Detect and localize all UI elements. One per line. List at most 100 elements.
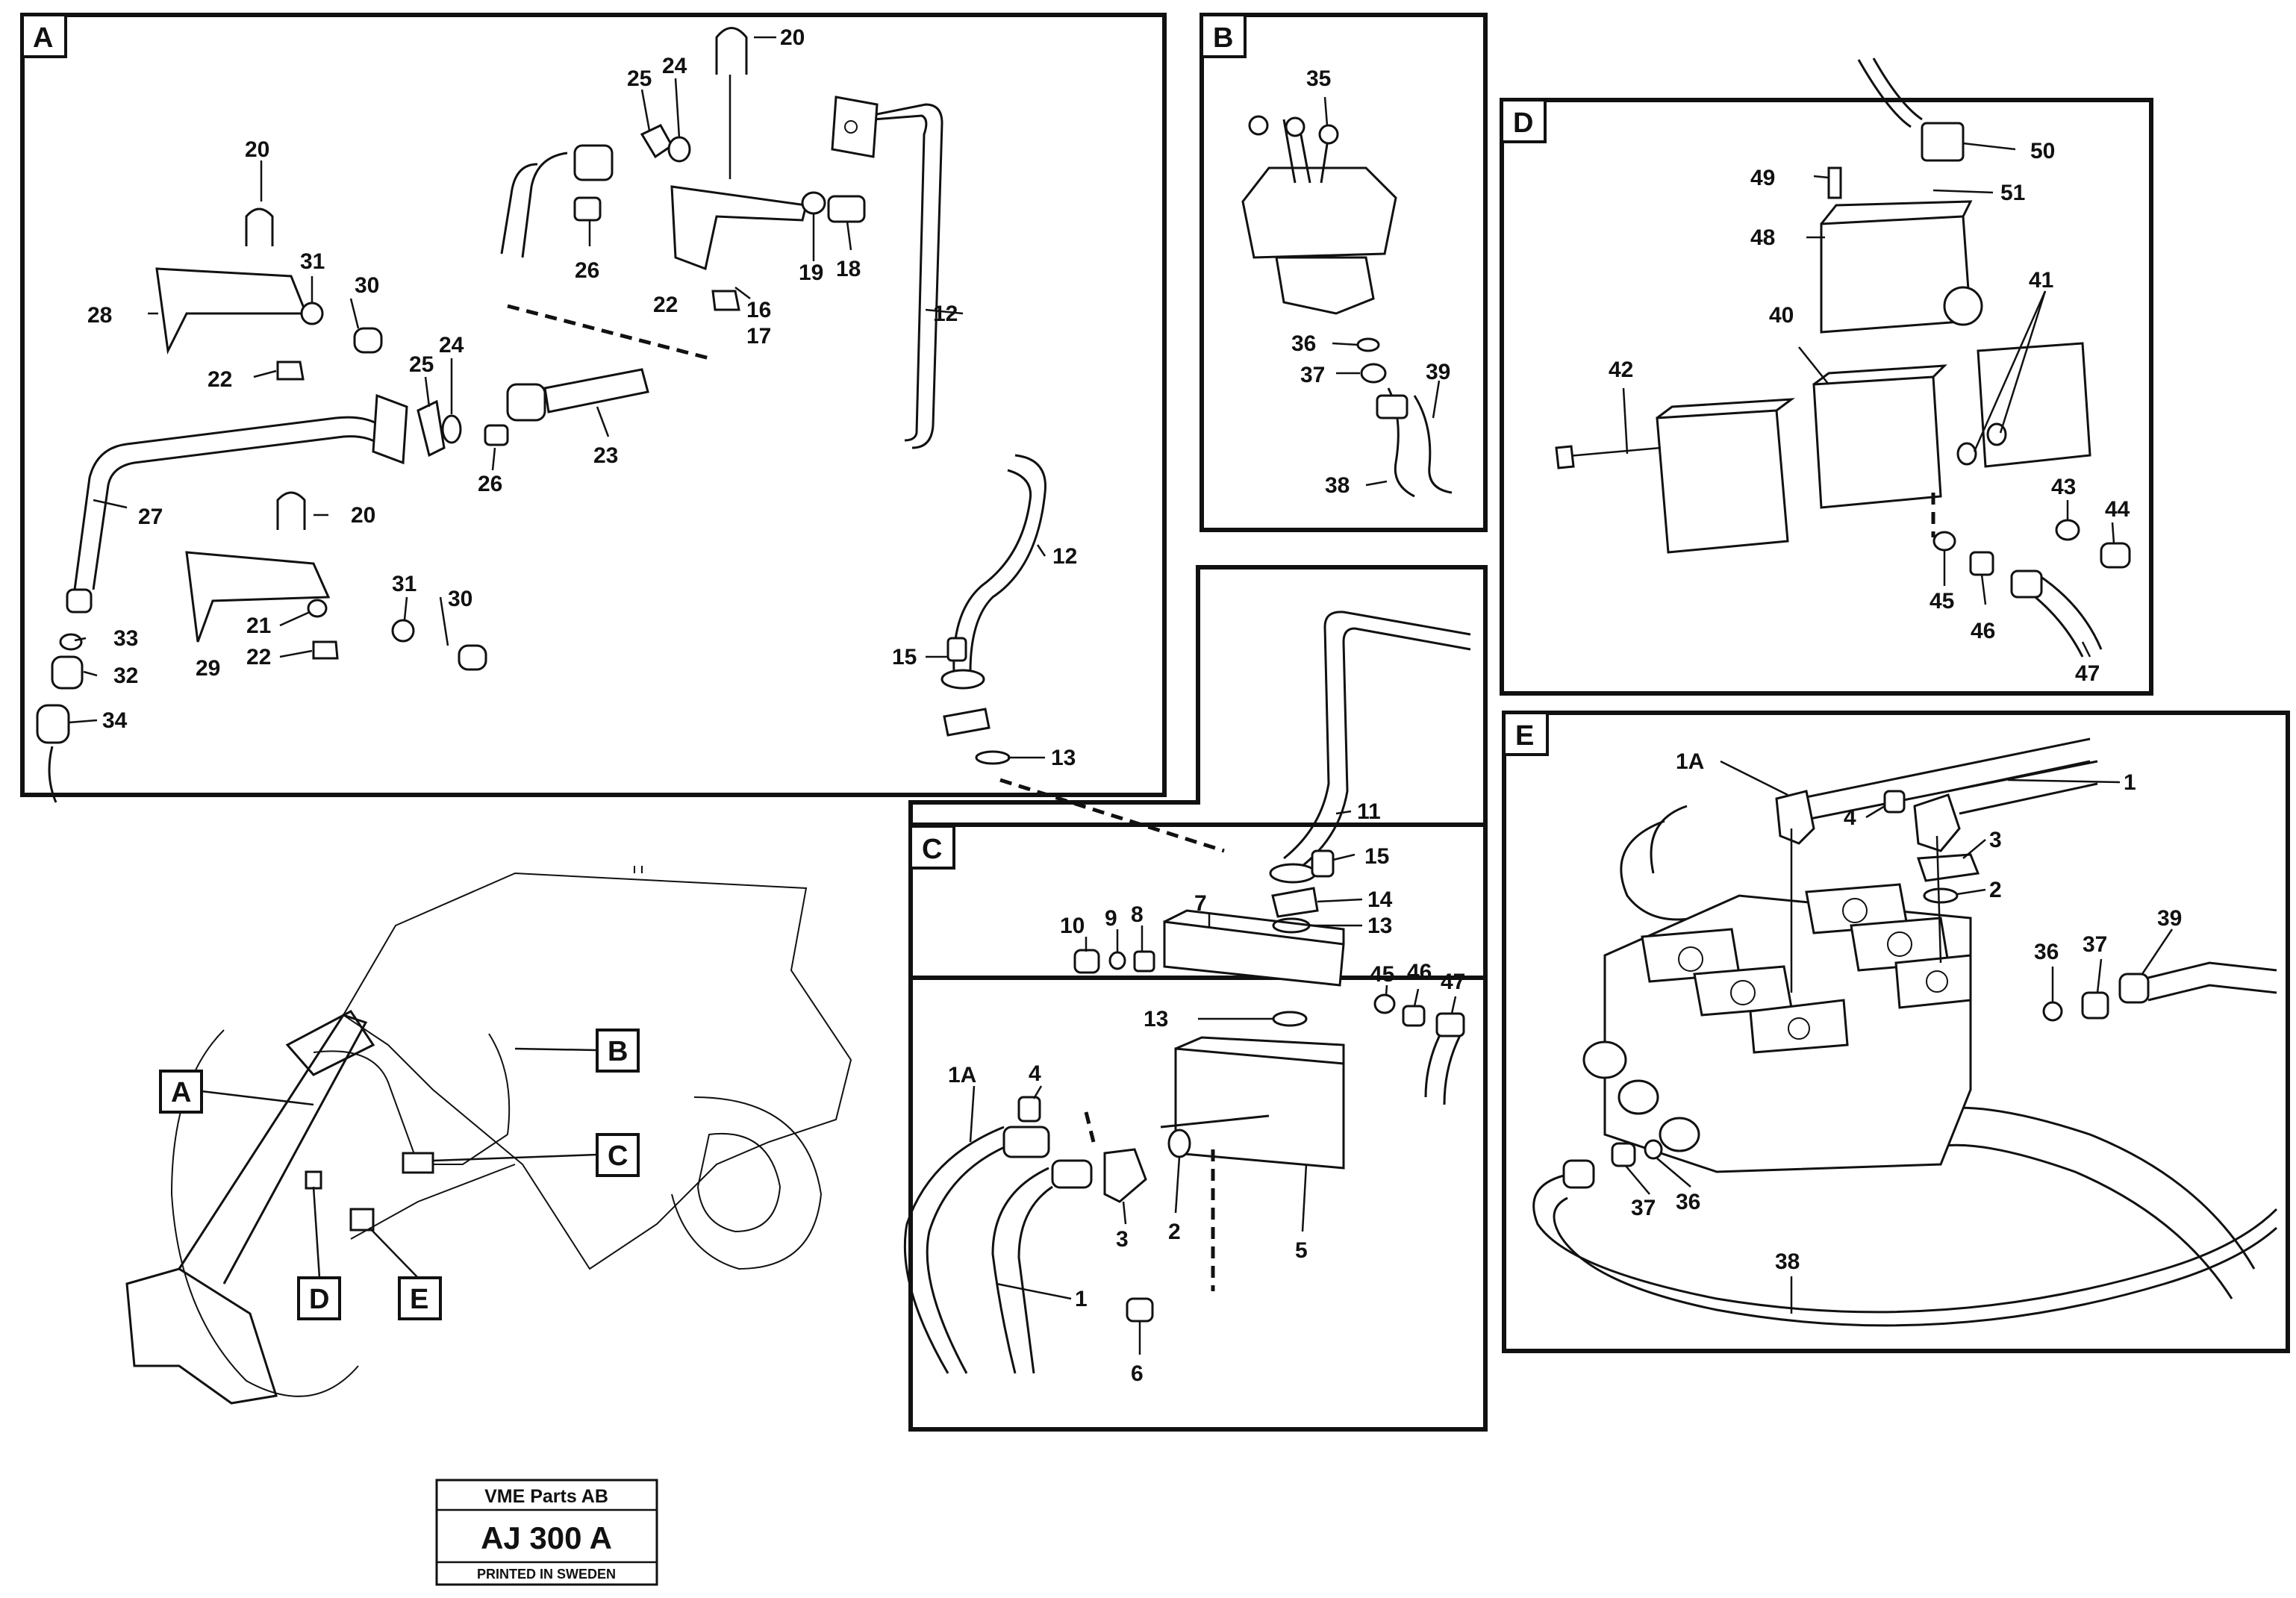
- washer-31-upper: [300, 302, 324, 325]
- machine-body-outline: [342, 872, 852, 1270]
- pipe-12-upper-edge: [873, 114, 928, 442]
- bolt-4-c: [1017, 1096, 1041, 1123]
- cap-chain: [48, 746, 57, 803]
- overview-lead-c: [432, 1153, 598, 1162]
- bolt-18: [827, 195, 866, 223]
- callout-e-3: 4: [1844, 805, 1856, 830]
- callout-d-12: 47: [2075, 661, 2100, 686]
- callout-a-17: 24: [439, 333, 464, 358]
- callout-a-23: 30: [448, 587, 472, 611]
- hose-23-upper-edge: [521, 152, 568, 258]
- clamp-25-upper: [640, 124, 673, 159]
- valve-section-3: [1749, 999, 1849, 1054]
- control-valve-body: [1241, 166, 1397, 259]
- pump-hose-e-edge: [1925, 1143, 2233, 1299]
- title-block-frame: [435, 1479, 658, 1586]
- callout-a-32: 13: [1051, 746, 1076, 770]
- fitting-37-b: [1360, 363, 1387, 384]
- panel-d-tag: D: [1513, 107, 1533, 139]
- panel-c-tag-box: [909, 825, 955, 870]
- callout-e-6: 39: [2157, 906, 2182, 931]
- nut-42: [1555, 445, 1575, 469]
- plug-44: [2100, 542, 2131, 569]
- knob-1: [1248, 115, 1269, 136]
- callout-e-7: 36: [2034, 940, 2059, 964]
- seal-9: [1108, 951, 1126, 970]
- callout-d-1: 50: [2030, 139, 2055, 163]
- cable-50-edge: [1872, 57, 1923, 121]
- block-7: [1163, 920, 1345, 987]
- callout-a-4: 26: [575, 258, 599, 283]
- u-bolt-20-top: [715, 27, 748, 75]
- plug-32: [51, 655, 84, 690]
- callout-b-3: 37: [1300, 363, 1325, 387]
- fitting-38-b: [1376, 394, 1409, 419]
- solenoid-48-top: [1820, 200, 1973, 225]
- washer-43: [2055, 519, 2080, 541]
- nipple-46-d: [1969, 551, 1994, 576]
- flange-3: [1103, 1148, 1147, 1203]
- bolt-15-c: [1311, 849, 1335, 878]
- callout-a-10: 12: [933, 302, 958, 326]
- callout-c-19: 6: [1131, 1361, 1144, 1386]
- overview-tag-c: C: [608, 1140, 628, 1172]
- shaft-5: [1160, 1114, 1270, 1129]
- washer-31-lower: [391, 619, 415, 643]
- callout-c-2: 15: [1364, 844, 1389, 869]
- elbow-1-e: [1913, 793, 1961, 852]
- cable-50: [1857, 59, 1912, 128]
- control-valve-lower: [1275, 256, 1375, 315]
- panel-b-leaders: [1323, 96, 1441, 487]
- flange-plate-top: [831, 96, 879, 158]
- callout-c-9: 45: [1370, 962, 1394, 987]
- callout-a-26: 29: [196, 656, 220, 681]
- panel-c-lower-frame: [908, 823, 1488, 1432]
- hose-38-e: [1532, 1174, 2278, 1314]
- hose-47-d-edge: [2037, 573, 2103, 650]
- callout-a-14: 28: [87, 303, 112, 328]
- title-block-printed: PRINTED IN SWEDEN: [477, 1567, 616, 1582]
- callout-b-5: 38: [1325, 473, 1350, 498]
- panel-c-tag: C: [922, 834, 942, 865]
- valve-section-6: [1894, 954, 1972, 1009]
- nipple-46-c: [1402, 1005, 1426, 1027]
- coupling-1a-c: [1002, 1126, 1050, 1158]
- panel-d-leaders: [1622, 142, 2115, 658]
- clamp-25-mid: [417, 399, 446, 458]
- bolt-26-upper: [573, 196, 602, 222]
- title-block-code: AJ 300 A: [481, 1520, 612, 1555]
- control-line-overview: [488, 1033, 511, 1135]
- bolt-26-mid: [484, 424, 509, 446]
- overview-tag-a: A: [171, 1077, 191, 1108]
- seal-2-e: [1923, 887, 1959, 904]
- clamp-half: [943, 708, 991, 737]
- callout-a-22: 31: [392, 572, 417, 596]
- axis-line-e2: [1935, 835, 1942, 964]
- tie-rod-42: [1559, 446, 1662, 458]
- seal-41-a: [1956, 442, 1977, 466]
- panel-d-frame: [1500, 98, 2153, 696]
- callout-c-3: 14: [1367, 887, 1393, 912]
- overview-tag-d: D: [309, 1284, 329, 1315]
- callout-a-27: 22: [246, 645, 271, 670]
- panel-a-frame: [20, 13, 1167, 797]
- return-hose-e-edge: [1650, 805, 1688, 874]
- washer-24-upper: [667, 136, 691, 163]
- panel-a-leaders: [68, 36, 1046, 759]
- u-bolt-20-lower: [276, 491, 306, 530]
- callout-b-2: 36: [1291, 331, 1316, 356]
- bolt-4-e: [1883, 790, 1906, 814]
- callout-c-15: 2: [1168, 1220, 1181, 1244]
- callout-d-8: 43: [2051, 475, 2076, 499]
- knob-3: [1318, 124, 1339, 145]
- panel-e: E: [1502, 711, 2290, 1353]
- callout-a-12: 31: [300, 249, 325, 274]
- fitting-37-e-right: [2081, 991, 2109, 1020]
- panel-c-frame: [908, 565, 1488, 980]
- overview-tag-b-box: [596, 1029, 640, 1073]
- hose-39-e-edge: [2147, 984, 2277, 1002]
- flange-14: [1271, 887, 1319, 918]
- nut-22-lower: [312, 640, 339, 660]
- hose-1a-e: [1798, 737, 2091, 800]
- hose-1-c-edge: [1017, 1185, 1053, 1374]
